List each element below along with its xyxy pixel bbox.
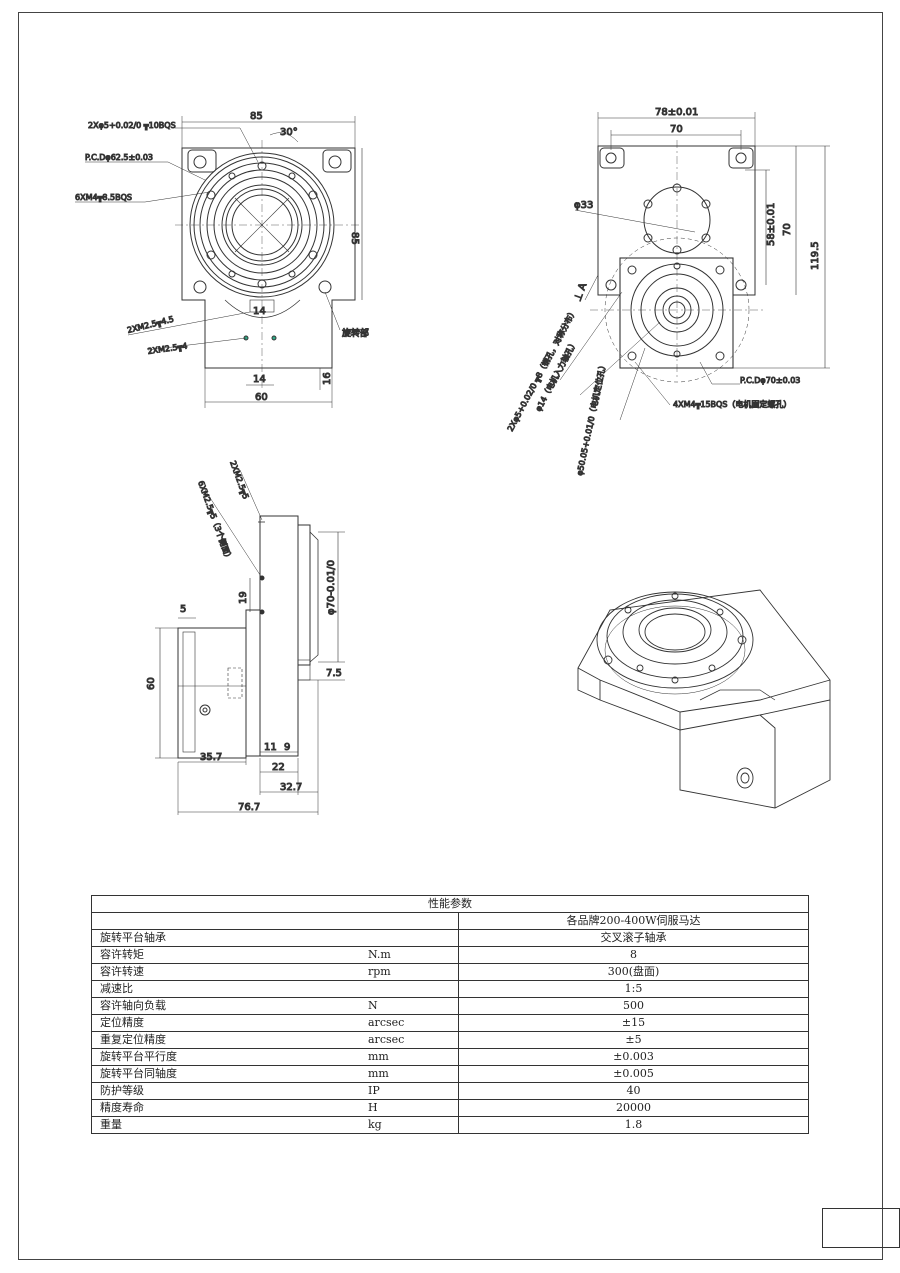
dim-78: 78±0.01 xyxy=(655,107,698,118)
table-row: 旋转平台轴承交叉滚子轴承 xyxy=(91,929,809,947)
callout-bottom-holes-left: 2XM2.5╦4 xyxy=(147,341,188,355)
dim-7-5: 7.5 xyxy=(326,668,342,679)
callout-pcd-left: P.C.Dφ62.5±0.03 xyxy=(85,153,153,162)
dim-85-top: 85 xyxy=(250,111,263,122)
dim-32-7: 32.7 xyxy=(280,782,302,793)
dim-70-top: 70 xyxy=(670,124,683,135)
dim-5: 5 xyxy=(180,604,186,615)
dim-22: 22 xyxy=(272,762,285,773)
dim-119-5: 119.5 xyxy=(810,241,821,270)
dim-60: 60 xyxy=(255,392,268,403)
dim-35-7: 35.7 xyxy=(200,752,222,763)
title-block-box xyxy=(822,1208,900,1248)
callout-side-holes-left: 2XM2.5╦4.5 xyxy=(126,315,174,335)
technical-drawing: 85 30° 85 14 14 60 16 2Xφ5+0.02/0 ╦10BQS… xyxy=(75,107,831,815)
callout-locating-hole: φ50.05+0.01/0（电机定位孔） xyxy=(574,360,608,476)
callout-top-holes-side: 2XM2.5╦5 xyxy=(228,460,250,501)
dim-phi70: φ70-0.01/0 xyxy=(326,560,337,615)
spec-header-value: 各品牌200-400W伺服马达 xyxy=(458,912,809,930)
callout-bolt-holes-left: 6XM4╦8.5BQS xyxy=(75,193,132,202)
callout-motor-bolts: 4XM4╦15BQS（电机固定螺孔） xyxy=(673,399,791,409)
dim-11: 11 xyxy=(264,742,277,753)
isometric-view xyxy=(577,589,831,809)
top-view-rotary-table xyxy=(75,116,363,408)
dim-phi33: φ33 xyxy=(574,200,593,211)
drawing-border xyxy=(18,12,883,1260)
callout-rotating-part: 旋转部 xyxy=(342,327,369,339)
callout-side-holes-side: 6XM2.5╦5（3个侧面） xyxy=(196,479,235,562)
dim-70-right: 70 xyxy=(782,223,793,236)
bottom-view-motor-flange xyxy=(559,112,830,421)
dim-19: 19 xyxy=(238,591,249,604)
side-view xyxy=(155,469,345,815)
spec-table-title: 性能参数 xyxy=(91,895,809,913)
callout-pcd-right: P.C.Dφ70±0.03 xyxy=(740,376,800,385)
callout-pin-holes-left: 2Xφ5+0.02/0 ╦10BQS xyxy=(88,121,176,130)
dim-85-right: 85 xyxy=(349,232,360,245)
dim-angle: 30° xyxy=(280,127,298,138)
dim-14-inner: 14 xyxy=(253,306,266,317)
dim-58: 58±0.01 xyxy=(766,203,777,246)
dim-76-7: 76.7 xyxy=(238,802,260,813)
dim-16: 16 xyxy=(322,372,333,385)
dim-14-bottom: 14 xyxy=(253,374,266,385)
dim-9: 9 xyxy=(284,742,290,753)
dim-60-side: 60 xyxy=(146,677,157,690)
callout-flatness: ⊥ A xyxy=(572,282,589,304)
